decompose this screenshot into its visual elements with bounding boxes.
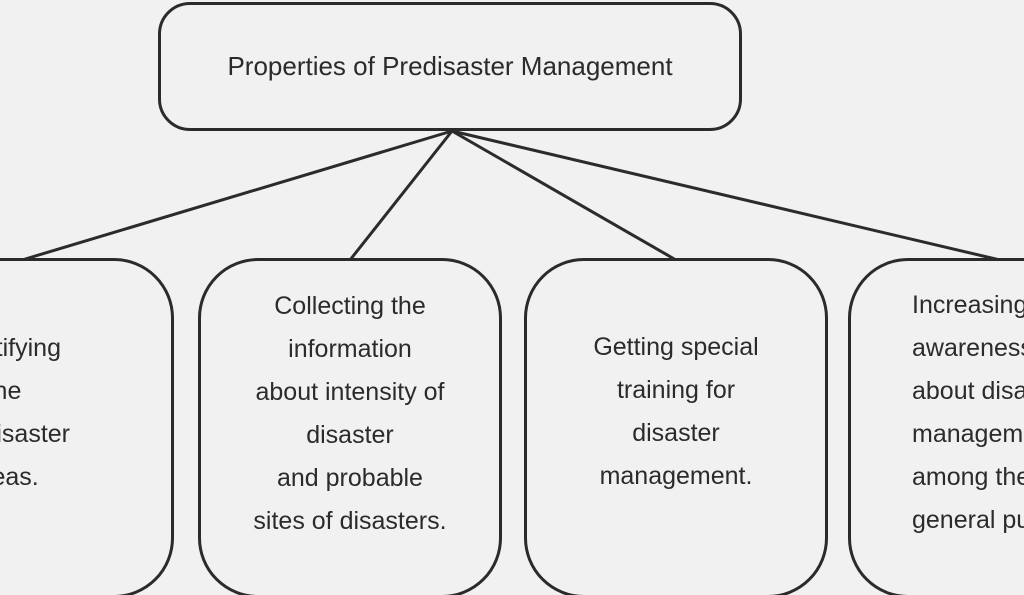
child-node-label: Increasing awareness about disaster mana… <box>912 291 1024 534</box>
child-node-label: Identifying the pre-disaster areas. <box>0 334 70 491</box>
connector-root-to-child-3 <box>451 129 677 262</box>
root-node-label: Properties of Predisaster Management <box>227 51 673 81</box>
connector-root-to-child-2 <box>348 130 454 261</box>
child-node-identifying-areas: Identifying the pre-disaster areas. <box>0 258 174 595</box>
connector-root-to-child-4 <box>451 129 1001 262</box>
child-node-collecting-information: Collecting the information about intensi… <box>198 258 502 595</box>
connector-root-to-child-1 <box>21 129 453 262</box>
child-node-increasing-awareness: Increasing awareness about disaster mana… <box>848 258 1024 595</box>
root-node: Properties of Predisaster Management <box>158 2 742 131</box>
child-node-label: Collecting the information about intensi… <box>253 292 447 535</box>
child-node-special-training: Getting special training for disaster ma… <box>524 258 828 595</box>
child-node-label: Getting special training for disaster ma… <box>593 333 759 490</box>
